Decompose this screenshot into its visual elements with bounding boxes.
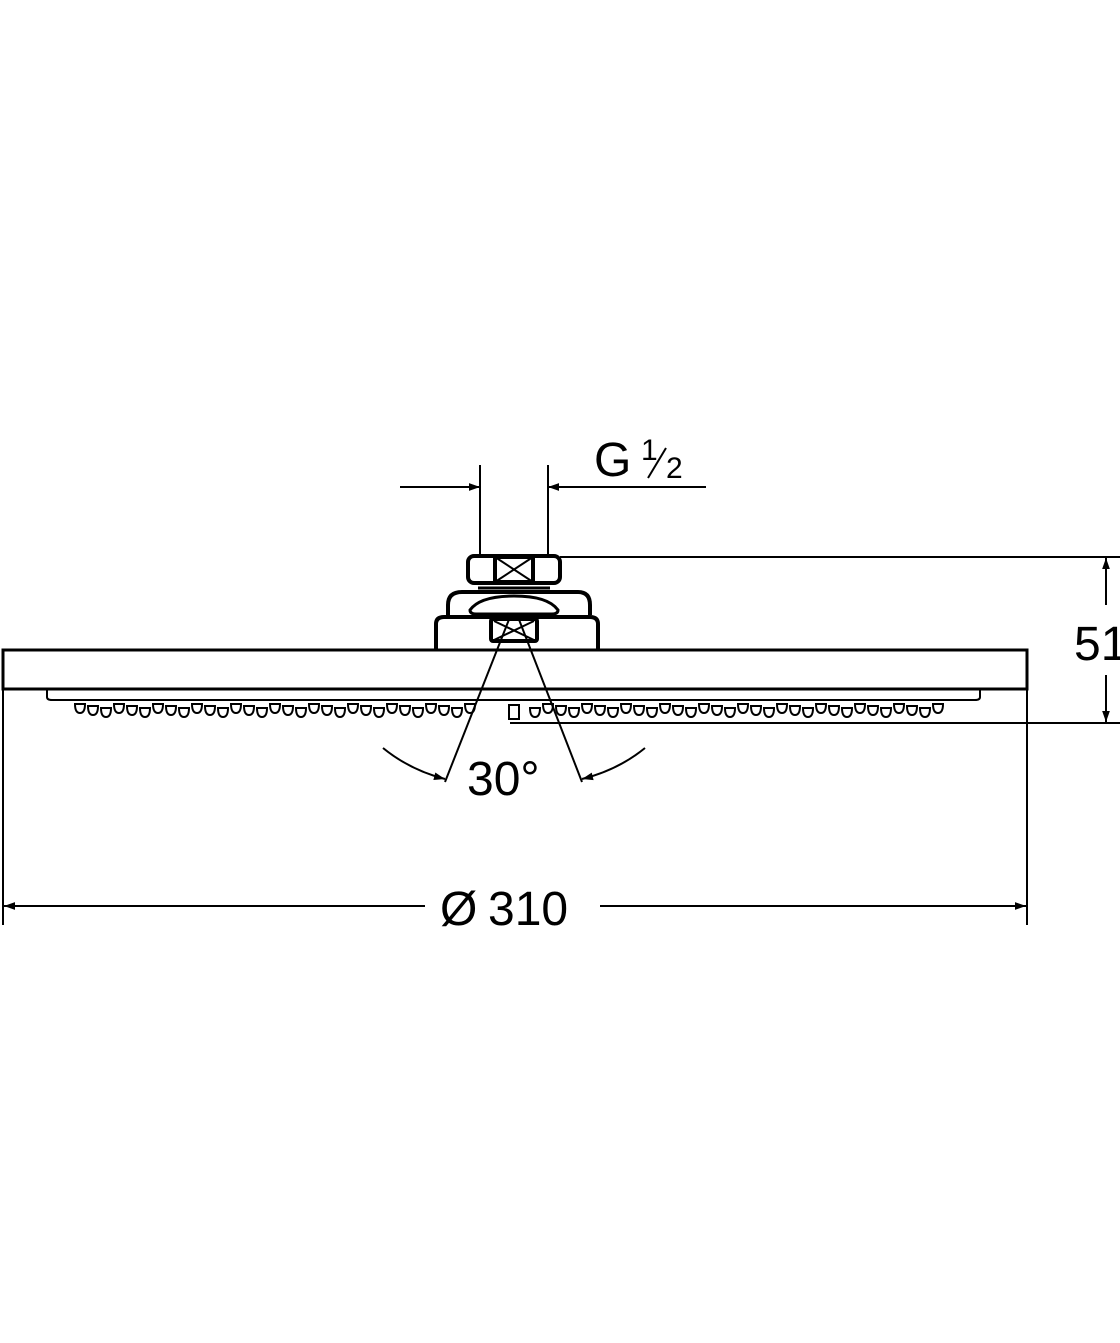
nozzle xyxy=(632,705,646,717)
nozzle xyxy=(905,705,919,717)
nozzle xyxy=(307,703,321,715)
spray-nozzles xyxy=(73,703,945,720)
nozzle xyxy=(892,703,906,715)
connector-nut xyxy=(434,554,600,650)
thread-fraction-num: 1 xyxy=(641,434,658,467)
nozzle xyxy=(866,705,880,717)
nozzle xyxy=(177,707,191,719)
nozzle xyxy=(593,705,607,717)
nozzle xyxy=(788,705,802,717)
nozzle xyxy=(645,707,659,719)
nozzle xyxy=(840,707,854,719)
nozzle xyxy=(359,705,373,717)
nozzle xyxy=(710,705,724,717)
nozzle xyxy=(398,705,412,717)
nozzle xyxy=(255,707,269,719)
spray-angle xyxy=(382,616,646,783)
nozzle xyxy=(151,703,165,715)
nozzle xyxy=(372,707,386,719)
nozzle xyxy=(775,703,789,715)
nozzle xyxy=(73,703,87,715)
nozzle xyxy=(606,707,620,719)
nozzle xyxy=(801,707,815,719)
nozzle xyxy=(853,703,867,715)
nozzle xyxy=(918,707,932,719)
nozzle xyxy=(216,707,230,719)
nozzle xyxy=(229,703,243,715)
nozzle xyxy=(385,703,399,715)
nozzle xyxy=(281,705,295,717)
center-nozzle xyxy=(508,704,520,720)
nozzle xyxy=(723,707,737,719)
nozzle xyxy=(190,703,204,715)
nozzle xyxy=(164,705,178,717)
nozzle xyxy=(203,705,217,717)
nozzle xyxy=(879,707,893,719)
thread-dimension xyxy=(400,465,706,556)
angle-value: 30° xyxy=(467,753,540,806)
nozzle xyxy=(736,703,750,715)
nozzle xyxy=(658,703,672,715)
thread-label: G xyxy=(594,434,631,487)
diameter-symbol: Ø xyxy=(440,883,477,936)
nozzle xyxy=(333,707,347,719)
nozzle xyxy=(320,705,334,717)
height-value: 51 xyxy=(1074,618,1120,671)
nozzle xyxy=(528,707,542,719)
nozzle xyxy=(294,707,308,719)
diameter-value: 310 xyxy=(488,883,568,936)
nozzle xyxy=(411,707,425,719)
nozzle xyxy=(99,707,113,719)
shower-plate xyxy=(1,648,1029,701)
thread-fraction-den: 2 xyxy=(666,452,683,485)
nozzle xyxy=(697,703,711,715)
diameter-dimension xyxy=(2,650,1028,925)
nozzle xyxy=(125,705,139,717)
nozzle xyxy=(671,705,685,717)
nozzle xyxy=(762,707,776,719)
nozzle xyxy=(424,703,438,715)
nozzle xyxy=(112,703,126,715)
nozzle xyxy=(554,705,568,717)
nozzle xyxy=(580,703,594,715)
nozzle xyxy=(346,703,360,715)
nozzle xyxy=(242,705,256,717)
nozzle xyxy=(931,703,945,715)
nozzle xyxy=(814,703,828,715)
nozzle xyxy=(684,707,698,719)
height-dimension xyxy=(510,556,1120,724)
nozzle xyxy=(567,707,581,719)
nozzle xyxy=(827,705,841,717)
nozzle xyxy=(86,705,100,717)
nozzle xyxy=(437,705,451,717)
nozzle xyxy=(749,705,763,717)
nozzle xyxy=(268,703,282,715)
nozzle xyxy=(450,707,464,719)
nozzle xyxy=(138,707,152,719)
nozzle xyxy=(619,703,633,715)
